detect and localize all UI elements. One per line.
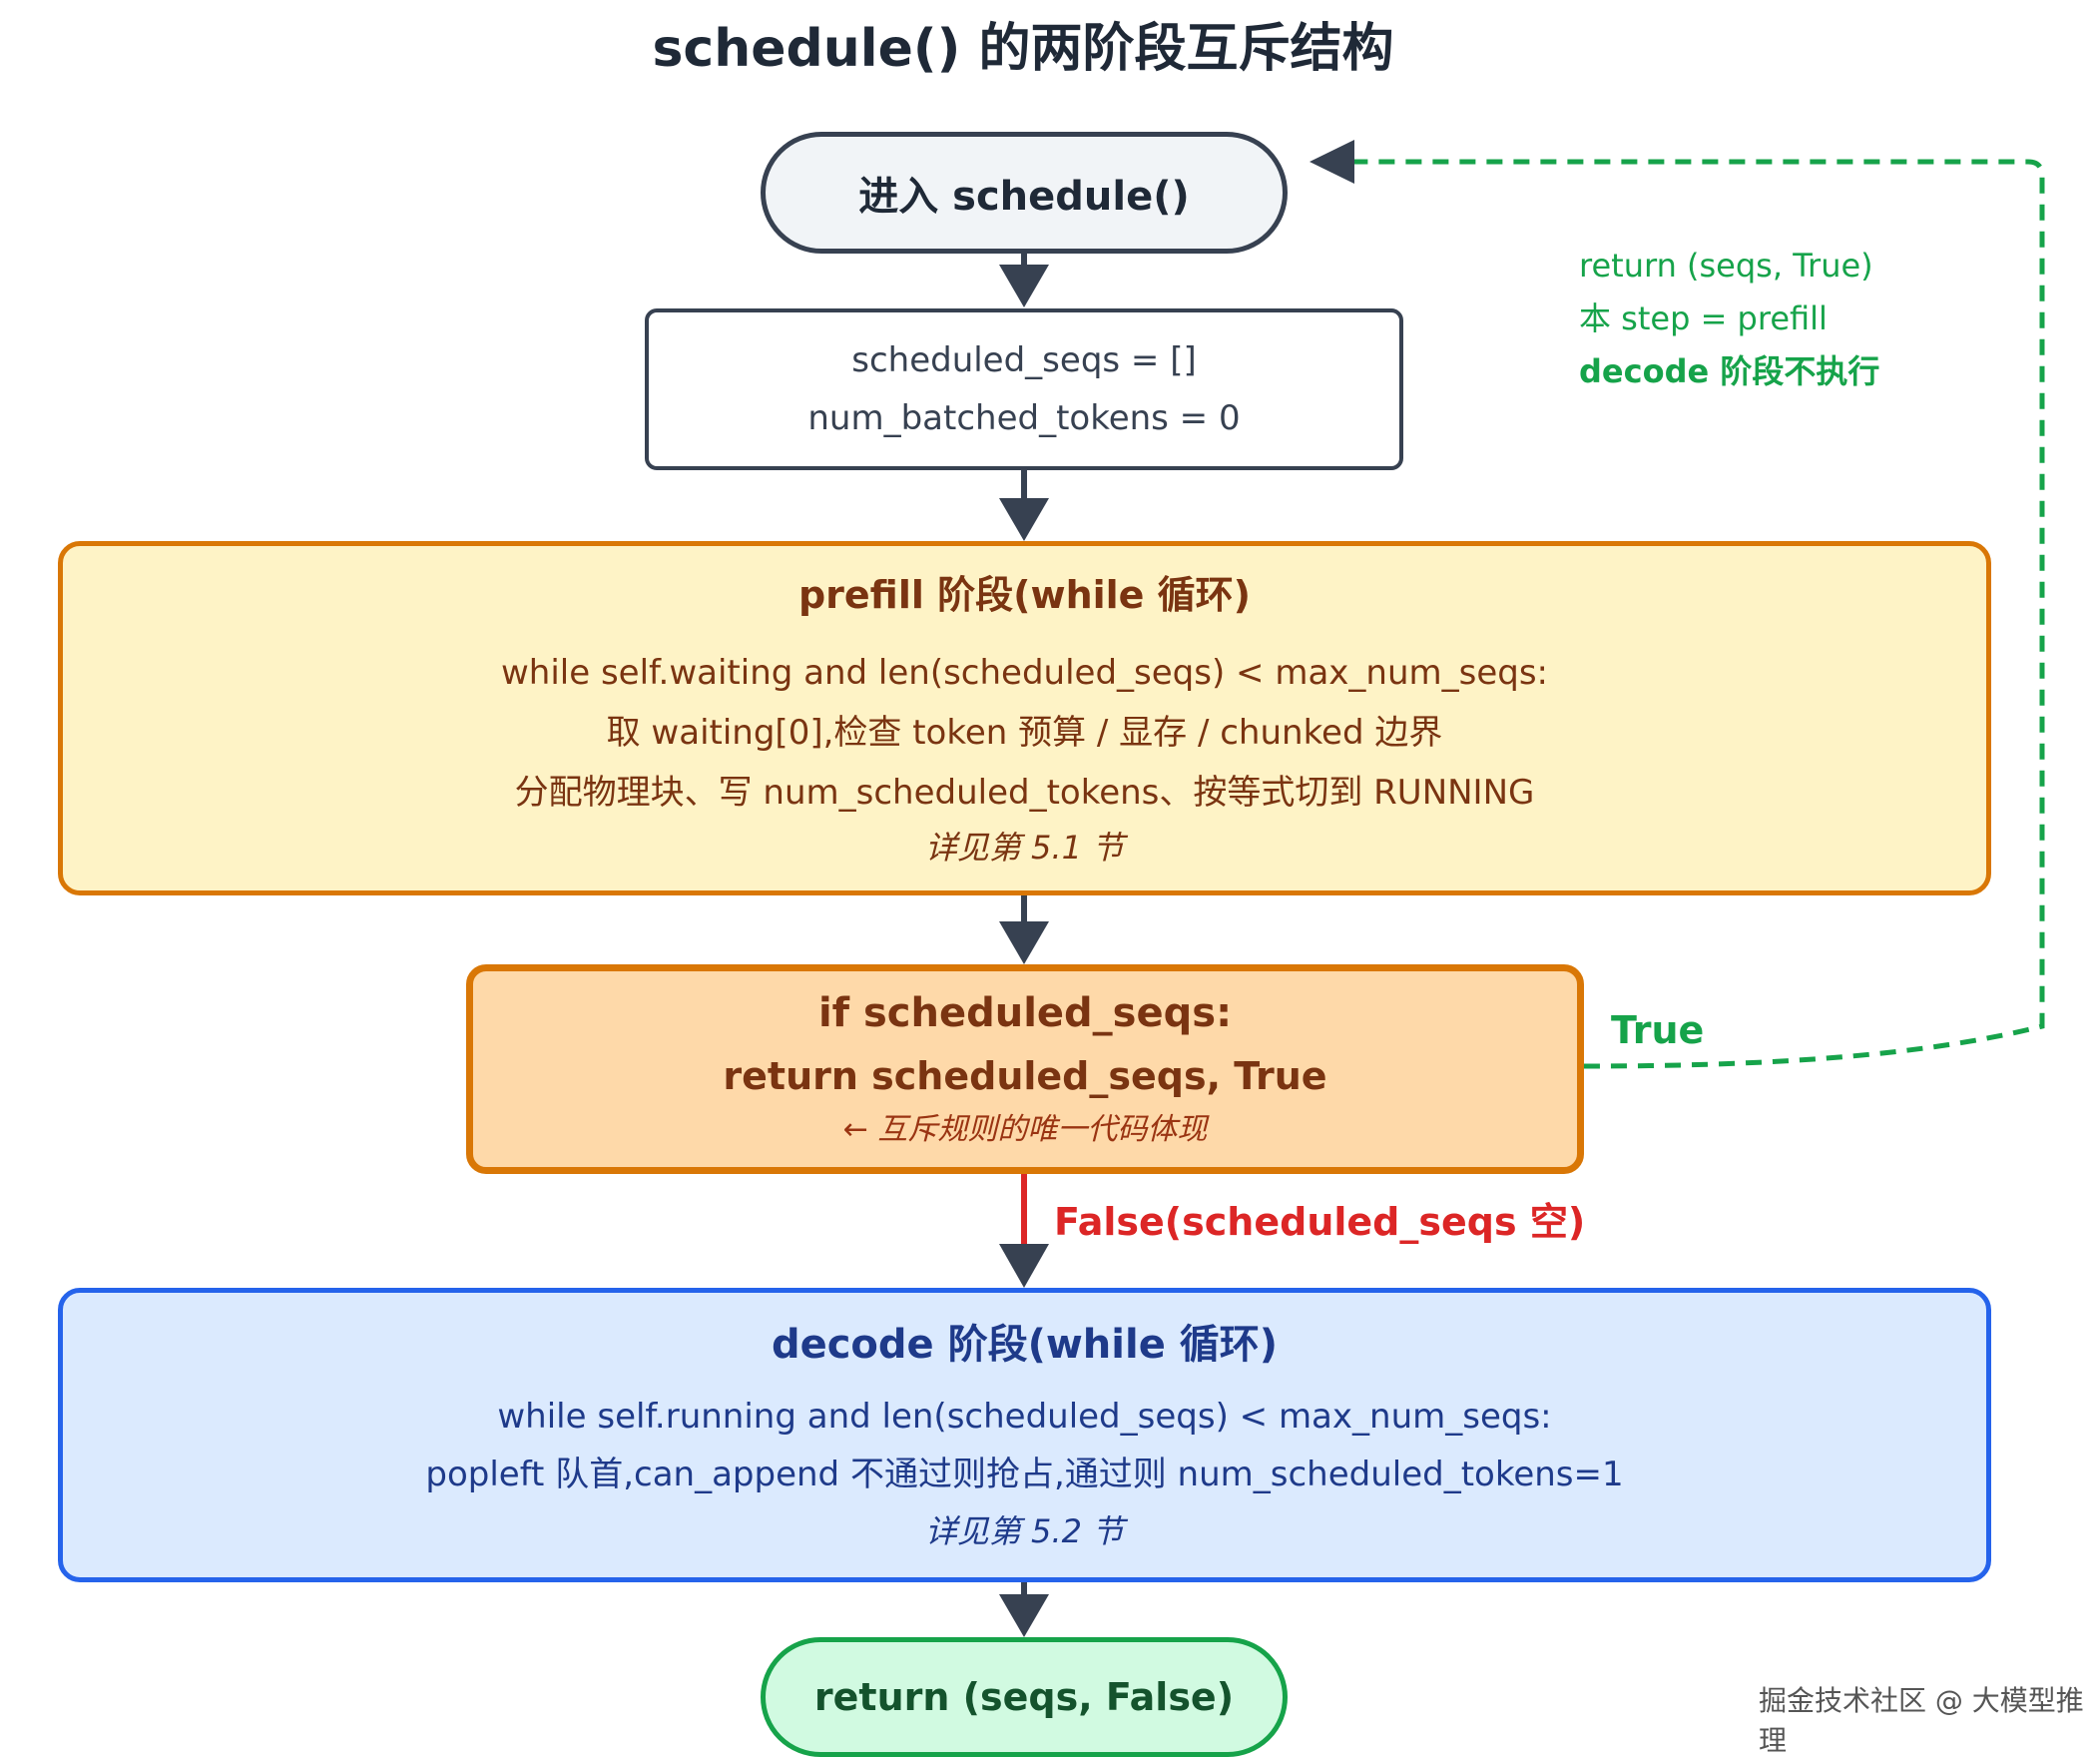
prefill-line-3: 分配物理块、写 num_scheduled_tokens、按等式切到 RUNNI… — [514, 773, 1535, 813]
true-return-note-line-1: return (seqs, True) — [1579, 247, 1873, 285]
check-heading: if scheduled_seqs: — [817, 990, 1233, 1036]
arrowhead-end — [999, 1594, 1049, 1637]
end-node-label: return (seqs, False) — [813, 1675, 1235, 1719]
prefill-line-1: while self.waiting and len(scheduled_seq… — [500, 653, 1549, 693]
start-node: 进入 schedule() — [761, 132, 1288, 254]
end-node: return (seqs, False) — [761, 1637, 1288, 1757]
arrowhead-prefill — [999, 498, 1049, 541]
init-line-1: scheduled_seqs = [] — [851, 340, 1197, 380]
true-edge-label: True — [1611, 1008, 1705, 1052]
prefill-stage-box: prefill 阶段(while 循环) while self.waiting … — [58, 541, 1991, 895]
true-return-note-line-2: 本 step = prefill — [1579, 299, 1828, 337]
start-node-label: 进入 schedule() — [858, 174, 1190, 220]
prefill-line-2: 取 waiting[0],检查 token 预算 / 显存 / chunked … — [606, 713, 1443, 753]
decode-line-2: popleft 队首,can_append 不通过则抢占,通过则 num_sch… — [425, 1454, 1624, 1494]
arrowhead-init — [999, 265, 1049, 307]
arrowhead-check — [999, 921, 1049, 964]
arrowhead-true-loop — [1310, 140, 1354, 184]
decode-line-1: while self.running and len(scheduled_seq… — [497, 1396, 1552, 1437]
true-return-note: return (seqs, True) 本 step = prefill dec… — [1579, 240, 1879, 398]
true-loop-back-edge — [1349, 159, 2045, 1069]
true-return-note-line-3: decode 阶段不执行 — [1579, 352, 1880, 390]
init-line-2: num_batched_tokens = 0 — [807, 398, 1241, 438]
prefill-heading: prefill 阶段(while 循环) — [797, 573, 1252, 617]
check-return-line: return scheduled_seqs, True — [723, 1054, 1327, 1098]
prefill-note: 详见第 5.1 节 — [924, 829, 1125, 867]
watermark: 掘金技术社区 @ 大模型推理 — [1759, 1684, 2084, 1757]
arrowhead-decode — [999, 1244, 1049, 1288]
decode-stage-box: decode 阶段(while 循环) while self.running a… — [58, 1288, 1991, 1582]
check-scheduled-box: if scheduled_seqs: return scheduled_seqs… — [466, 964, 1584, 1174]
init-node: scheduled_seqs = [] num_batched_tokens =… — [645, 308, 1403, 470]
diagram-title: schedule() 的两阶段互斥结构 — [652, 19, 1394, 79]
check-note: ← 互斥规则的唯一代码体现 — [842, 1112, 1208, 1147]
decode-note: 详见第 5.2 节 — [924, 1511, 1125, 1550]
false-edge-label: False(scheduled_seqs 空) — [1054, 1200, 1586, 1244]
decode-heading: decode 阶段(while 循环) — [771, 1321, 1279, 1368]
